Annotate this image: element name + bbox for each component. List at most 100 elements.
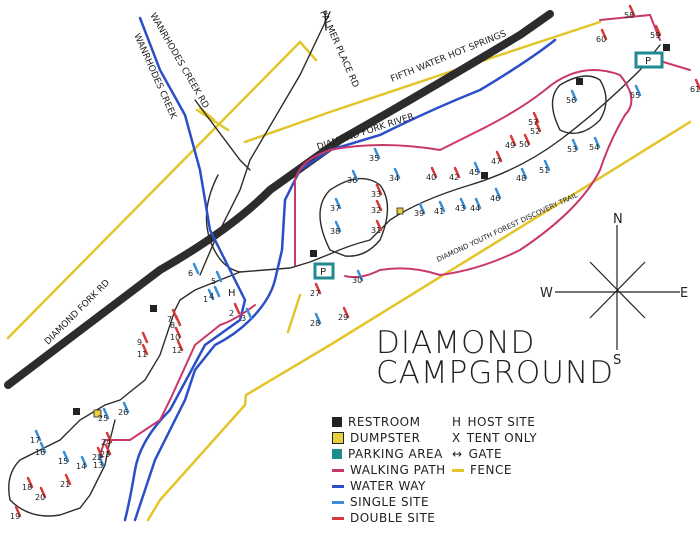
site-marker-4 xyxy=(213,285,221,298)
fence-top-left xyxy=(6,40,318,340)
map-title: DIAMOND CAMPGROUND xyxy=(376,328,614,389)
site-marker-60 xyxy=(600,28,608,41)
label-river: DIAMOND FORK RIVER xyxy=(316,112,416,153)
site-marker-40 xyxy=(430,166,438,179)
site-label-45: 45 xyxy=(469,168,479,177)
site-marker-11 xyxy=(141,343,149,356)
facilities: P P H xyxy=(73,44,670,418)
site-label-35: 35 xyxy=(369,154,379,163)
site-marker-28 xyxy=(314,312,322,325)
site-marker-37 xyxy=(334,197,342,210)
legend-parking-label: PARKING AREA xyxy=(348,447,443,461)
compass-south: S xyxy=(613,353,621,368)
diamond-fork-river xyxy=(133,38,557,522)
site-marker-2 xyxy=(233,302,241,315)
site-label-50: 50 xyxy=(519,140,529,149)
compass-north: N xyxy=(613,212,623,227)
tent-symbol: X xyxy=(452,431,461,445)
site-marker-35 xyxy=(373,147,381,160)
access-road-right xyxy=(324,11,327,31)
site-marker-24 xyxy=(105,431,113,444)
site-label-3: 3 xyxy=(241,314,246,323)
site-label-25: 25 xyxy=(98,414,108,423)
site-marker-3 xyxy=(245,307,253,320)
site-marker-30 xyxy=(356,269,364,282)
site-marker-22 xyxy=(96,446,104,459)
site-label-16: 16 xyxy=(35,448,45,457)
site-marker-13 xyxy=(97,454,105,467)
site-label-52: 52 xyxy=(530,127,540,136)
site-label-26: 26 xyxy=(118,408,128,417)
site-marker-41 xyxy=(438,200,446,213)
site-marker-56 xyxy=(570,89,578,102)
site-label-61: 61 xyxy=(690,85,700,94)
site-marker-31 xyxy=(375,219,383,232)
fence-swatch xyxy=(452,468,464,472)
restroom-5 xyxy=(576,78,583,85)
legend-dumpster-label: DUMPSTER xyxy=(350,431,421,445)
walking-path-main xyxy=(99,304,256,456)
site-label-31: 31 xyxy=(371,226,381,235)
site-marker-5 xyxy=(215,270,223,283)
camp-loop-1 xyxy=(319,177,389,257)
legend-tent-label: TENT ONLY xyxy=(466,431,538,445)
site-label-34: 34 xyxy=(389,174,399,183)
site-marker-55 xyxy=(634,84,642,97)
parking-label-north: P xyxy=(645,56,651,67)
site-label-37: 37 xyxy=(330,204,340,213)
legend-waterway-label: WATER WAY xyxy=(350,479,426,493)
site-marker-50 xyxy=(523,133,531,146)
site-marker-21 xyxy=(64,473,72,486)
legend-gate: ↔ GATE xyxy=(452,447,502,461)
wanrhodes-creek-road xyxy=(194,99,251,171)
wanrhodes-creek xyxy=(123,16,247,522)
legend: RESTROOM DUMPSTER PARKING AREA WALKING P… xyxy=(328,415,568,535)
site-label-59: 59 xyxy=(650,31,660,40)
site-marker-27 xyxy=(314,282,322,295)
site-label-54: 54 xyxy=(589,143,599,152)
legend-single-label: SINGLE SITE xyxy=(350,495,430,509)
site-marker-1 xyxy=(207,288,215,301)
site-marker-57 xyxy=(532,111,540,124)
site-label-32: 32 xyxy=(371,206,381,215)
site-marker-26 xyxy=(122,401,130,414)
site-marker-23 xyxy=(104,443,112,456)
restroom-1 xyxy=(150,305,157,312)
legend-gate-label: GATE xyxy=(468,447,503,461)
legend-walking: WALKING PATH xyxy=(332,463,446,477)
host-symbol: H xyxy=(452,415,462,429)
double-swatch xyxy=(332,516,344,520)
dumpster-2 xyxy=(396,207,404,215)
dumpster-swatch xyxy=(332,432,344,444)
site-label-43: 43 xyxy=(455,204,465,213)
site-marker-6 xyxy=(192,262,200,275)
restroom-swatch xyxy=(332,417,342,427)
site-label-53: 53 xyxy=(567,145,577,154)
site-marker-48 xyxy=(520,167,528,180)
camp-road-lower xyxy=(8,271,241,517)
site-marker-47 xyxy=(495,150,503,163)
site-label-12: 12 xyxy=(172,346,182,355)
site-label-33: 33 xyxy=(371,190,381,199)
site-label-57: 57 xyxy=(528,118,538,127)
site-marker-54 xyxy=(593,136,601,149)
restroom-2 xyxy=(73,408,80,415)
legend-dumpster: DUMPSTER xyxy=(332,431,420,445)
site-marker-43 xyxy=(459,197,467,210)
site-marker-51 xyxy=(543,159,551,172)
site-label-38: 38 xyxy=(330,227,340,236)
site-label-56: 56 xyxy=(566,96,576,105)
site-label-47: 47 xyxy=(491,157,501,166)
site-label-42: 42 xyxy=(449,173,459,182)
site-marker-38 xyxy=(334,220,342,233)
site-label-44: 44 xyxy=(470,204,480,213)
parking-swatch xyxy=(332,449,342,459)
site-marker-16 xyxy=(39,441,47,454)
site-label-10: 10 xyxy=(170,333,180,342)
site-marker-44 xyxy=(474,197,482,210)
site-label-14: 14 xyxy=(76,462,86,471)
compass-west: W xyxy=(540,286,553,301)
site-label-9: 9 xyxy=(137,338,142,347)
site-label-8: 8 xyxy=(170,321,175,330)
